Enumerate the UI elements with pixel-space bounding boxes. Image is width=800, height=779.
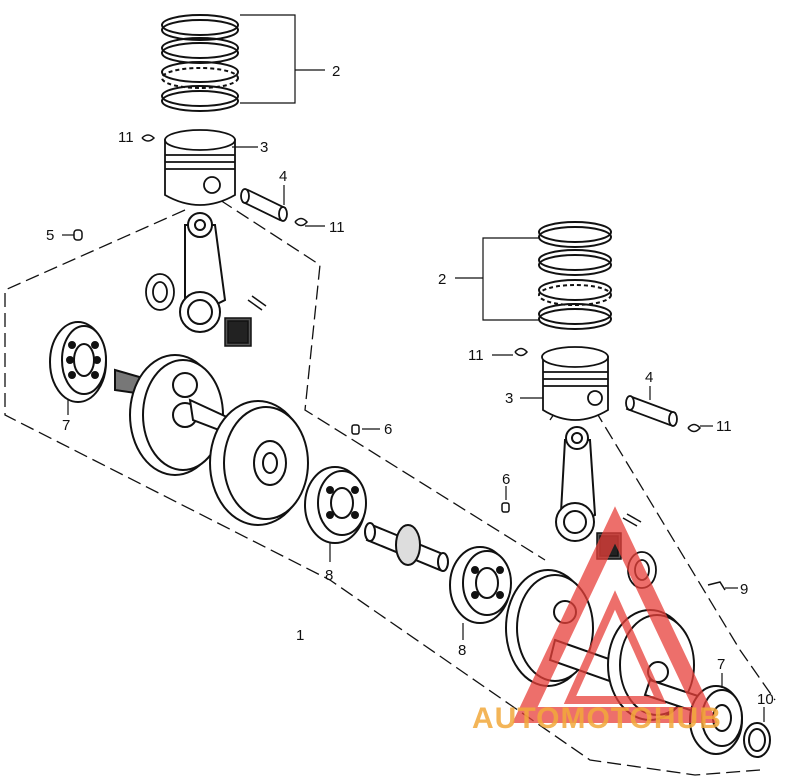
part-6-key-left <box>351 424 360 435</box>
callout-6-right: 6 <box>502 471 510 488</box>
part-9-clip <box>707 581 726 591</box>
callout-11-lower-a: 11 <box>468 347 484 364</box>
connecting-rod-lower <box>555 426 597 542</box>
callout-11-upper-b: 11 <box>329 219 345 236</box>
center-shaft <box>364 522 449 572</box>
piston-upper <box>164 129 236 206</box>
circlip-11-upper-a <box>141 134 156 142</box>
callout-4-upper: 4 <box>279 168 287 185</box>
callout-11-upper-a: 11 <box>118 129 134 146</box>
callout-3-lower: 3 <box>505 390 513 407</box>
callout-8-left: 8 <box>325 567 333 584</box>
main-bearing-left <box>49 321 107 403</box>
callout-1: 1 <box>296 627 304 644</box>
oil-seal <box>743 722 771 758</box>
watermark-logo <box>512 506 718 723</box>
callout-5: 5 <box>46 227 54 244</box>
callout-10: 10 <box>757 691 774 708</box>
watermark-text: AUTOMOTOHUB <box>472 702 722 735</box>
callout-4-lower: 4 <box>645 369 653 386</box>
thrust-washer-upper <box>145 273 175 311</box>
piston-rings-lower <box>538 221 612 330</box>
part-5-key <box>73 229 83 241</box>
center-bearing-left <box>304 466 367 544</box>
callout-labels: 2 3 11 4 11 5 7 6 8 1 2 11 3 4 11 6 8 9 … <box>46 63 774 708</box>
piston-lower <box>541 346 609 421</box>
needle-bearing-upper <box>224 295 267 347</box>
piston-rings-upper <box>161 14 239 112</box>
callout-7-left: 7 <box>62 417 70 434</box>
piston-pin-lower <box>625 395 678 427</box>
callout-11-lower-b: 11 <box>716 418 732 435</box>
callout-3-upper: 3 <box>260 139 268 156</box>
piston-pin-upper <box>240 188 288 222</box>
callout-7-right: 7 <box>717 656 725 673</box>
part-6-key-right <box>501 502 510 513</box>
callout-6-left: 6 <box>384 421 392 438</box>
connecting-rod-upper <box>179 212 227 333</box>
crank-web-left <box>114 354 260 476</box>
callout-8-right: 8 <box>458 642 466 659</box>
callout-2-upper: 2 <box>332 63 340 80</box>
flywheel-left <box>209 400 309 526</box>
callout-2-lower: 2 <box>438 271 446 288</box>
callout-9: 9 <box>740 581 748 598</box>
center-bearing-right <box>449 546 512 624</box>
